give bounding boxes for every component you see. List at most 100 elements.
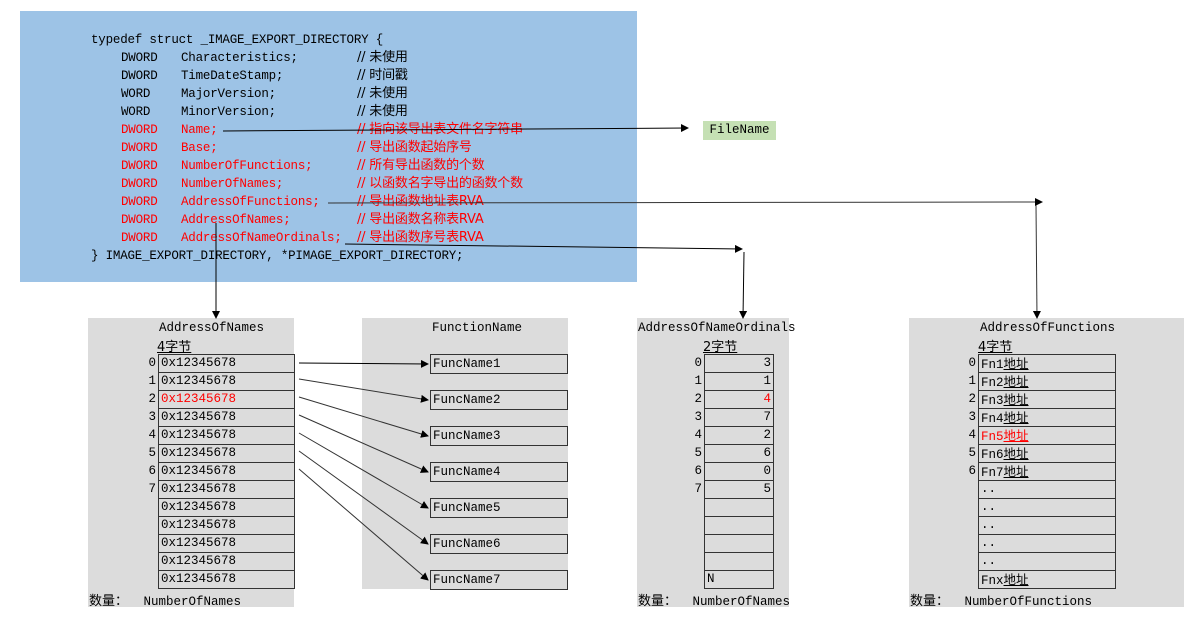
table-cell: 1 [704, 372, 774, 391]
address-of-name-ordinals-footer: 数量： NumberOfNames [638, 590, 790, 609]
field-comment: // 导出函数序号表RVA [357, 230, 484, 245]
field-name: Name; [181, 123, 218, 137]
field-comment: // 未使用 [357, 104, 408, 119]
address-of-name-ordinals-subtitle: 2字节 [703, 340, 738, 355]
table-cell: .. [978, 516, 1116, 535]
table-cell: 7 [704, 408, 774, 427]
function-name-item: FuncName1 [430, 354, 568, 374]
row-index: 6 [148, 464, 156, 478]
field-name: AddressOfNames; [181, 213, 291, 227]
row-index: 4 [148, 428, 156, 442]
struct-field: DWORD NumberOfNames; // 以函数名字导出的函数个数 [121, 175, 641, 193]
table-cell: 0x12345678 [158, 444, 295, 463]
count-value: NumberOfNames [692, 595, 791, 609]
row-index: 5 [148, 446, 156, 460]
struct-field: DWORD AddressOfNameOrdinals; // 导出函数序号表RVA [121, 229, 641, 247]
address-of-names-title: AddressOfNames [159, 321, 265, 335]
table-cell: 0x12345678 [158, 372, 295, 391]
address-of-name-ordinals-title: AddressOfNameOrdinals [638, 321, 796, 335]
row-index: 7 [694, 482, 702, 496]
row-index: 4 [694, 428, 702, 442]
field-comment: // 以函数名字导出的函数个数 [357, 176, 523, 191]
struct-header: typedef struct _IMAGE_EXPORT_DIRECTORY { [91, 33, 384, 47]
struct-field: DWORD AddressOfFunctions; // 导出函数地址表RVA [121, 193, 641, 211]
field-type: DWORD [121, 213, 158, 227]
count-label: 数量： [638, 594, 678, 609]
table-cell [704, 516, 774, 535]
row-index: 3 [148, 410, 156, 424]
function-name-item: FuncName2 [430, 390, 568, 410]
field-type: DWORD [121, 177, 158, 191]
arrow-address-of-name-ordinals-vertical [739, 251, 748, 319]
function-name-item: FuncName6 [430, 534, 568, 554]
field-type: DWORD [121, 141, 158, 155]
table-cell [704, 552, 774, 571]
field-type: DWORD [121, 231, 158, 245]
table-cell: 0x12345678 [158, 552, 295, 571]
table-cell: 0x12345678 [158, 480, 295, 499]
address-of-functions-subtitle: 4字节 [978, 340, 1013, 355]
row-index: 5 [694, 446, 702, 460]
table-cell: 5 [704, 480, 774, 499]
field-name: AddressOfNameOrdinals; [181, 231, 342, 245]
table-cell: Fn7地址 [978, 462, 1116, 481]
table-cell: 0x12345678 [158, 408, 295, 427]
field-type: DWORD [121, 195, 158, 209]
function-name-item: FuncName7 [430, 570, 568, 590]
row-index: 3 [968, 410, 976, 424]
table-cell: 0x12345678 [158, 534, 295, 553]
field-name: NumberOfNames; [181, 177, 284, 191]
field-comment: // 时间戳 [357, 68, 408, 83]
row-index: 1 [694, 374, 702, 388]
table-cell: 0x12345678 [158, 516, 295, 535]
address-of-names-footer: 数量： NumberOfNames [89, 590, 241, 609]
table-cell: Fn2地址 [978, 372, 1116, 391]
filename-box: FileName [703, 121, 776, 140]
table-cell: 0x12345678 [158, 498, 295, 517]
row-index: 1 [148, 374, 156, 388]
field-name: AddressOfFunctions; [181, 195, 320, 209]
row-index: 2 [694, 392, 702, 406]
table-cell: .. [978, 480, 1116, 499]
field-name: Characteristics; [181, 51, 298, 65]
row-index: 2 [968, 392, 976, 406]
row-index: 4 [968, 428, 976, 442]
table-cell: 0x12345678 [158, 354, 295, 373]
arrow-address-of-functions-vertical [1032, 204, 1041, 319]
field-name: Base; [181, 141, 218, 155]
row-index: 7 [148, 482, 156, 496]
table-cell: 3 [704, 354, 774, 373]
row-index: 5 [968, 446, 976, 460]
field-type: DWORD [121, 159, 158, 173]
table-cell: Fn3地址 [978, 390, 1116, 409]
field-type: DWORD [121, 51, 158, 65]
struct-footer: } IMAGE_EXPORT_DIRECTORY, *PIMAGE_EXPORT… [91, 249, 464, 263]
table-cell: 0x12345678 [158, 426, 295, 445]
address-of-names-subtitle: 4字节 [157, 340, 192, 355]
table-cell: 2 [704, 426, 774, 445]
field-comment: // 导出函数地址表RVA [357, 194, 484, 209]
row-index: 0 [968, 356, 976, 370]
table-cell: 0 [704, 462, 774, 481]
table-cell: .. [978, 498, 1116, 517]
table-cell: 6 [704, 444, 774, 463]
table-cell: 4 [704, 390, 774, 409]
field-name: TimeDateStamp; [181, 69, 284, 83]
table-cell [704, 498, 774, 517]
table-cell: 0x12345678 [158, 570, 295, 589]
field-name: MinorVersion; [181, 105, 276, 119]
table-cell: N [704, 570, 774, 589]
table-cell: 0x12345678 [158, 390, 295, 409]
field-comment: // 所有导出函数的个数 [357, 158, 485, 173]
table-cell: Fn1地址 [978, 354, 1116, 373]
count-value: NumberOfFunctions [964, 595, 1093, 609]
row-index: 2 [148, 392, 156, 406]
